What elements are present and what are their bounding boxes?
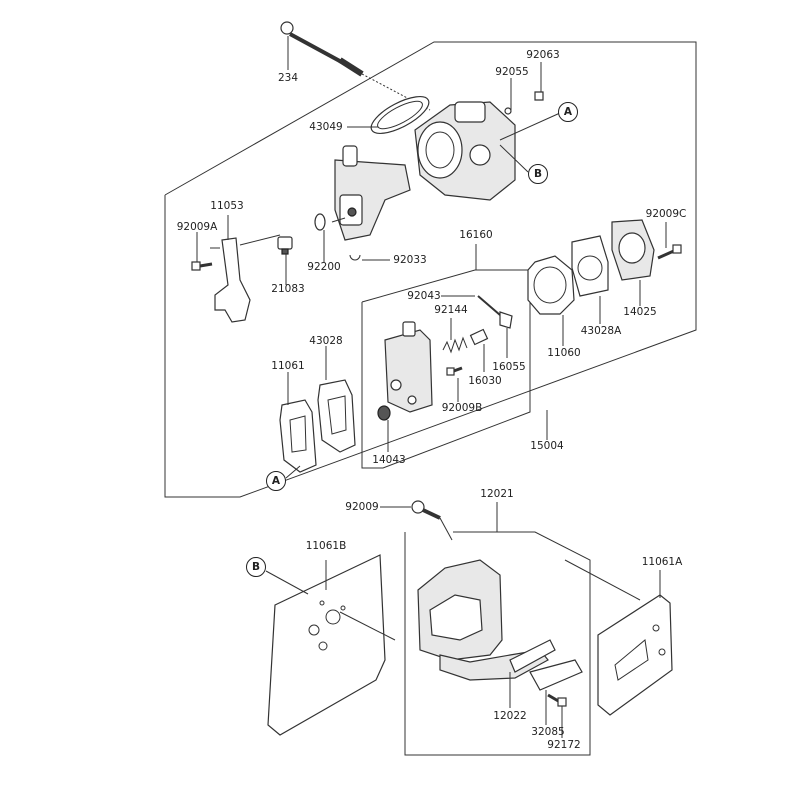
label-15004: 15004 — [530, 440, 564, 452]
part-21083-shape — [277, 236, 293, 255]
bolt-234-shape — [280, 21, 364, 77]
ref-marker-a-bottom: A — [266, 471, 286, 491]
assembly-frame-upper — [164, 41, 697, 498]
label-14025: 14025 — [623, 306, 657, 318]
label-234: 234 — [277, 72, 299, 84]
label-12022: 12022 — [493, 710, 527, 722]
diaphragm-43028A-shape — [571, 235, 609, 297]
label-92200: 92200 — [307, 261, 341, 273]
pump-assembly-frame — [361, 269, 531, 469]
label-92063: 92063 — [526, 49, 560, 61]
bolt-92009-shape — [411, 500, 441, 520]
pump-cover-shape — [384, 321, 433, 413]
label-43028A: 43028A — [580, 325, 622, 337]
label-32085: 32085 — [531, 726, 565, 738]
cap-14043-shape — [377, 405, 391, 421]
diaphragm-43028-shape — [317, 379, 356, 453]
label-43049: 43049 — [309, 121, 343, 133]
label-11061B: 11061B — [305, 540, 347, 552]
spring-92144-shape — [442, 336, 468, 354]
label-11061A: 11061A — [641, 556, 683, 568]
label-92033: 92033 — [393, 254, 427, 266]
label-43028: 43028 — [309, 335, 343, 347]
label-16160: 16160 — [459, 229, 493, 241]
gasket-43049-shape — [370, 96, 430, 134]
label-11061: 11061 — [271, 360, 305, 372]
gasket-11061-shape — [279, 399, 317, 473]
screw-92009A-shape — [191, 261, 213, 271]
label-11060: 11060 — [547, 347, 581, 359]
label-92009: 92009 — [345, 501, 379, 513]
throttle-body-shape — [334, 145, 411, 241]
label-92144: 92144 — [434, 304, 468, 316]
label-16055: 16055 — [492, 361, 526, 373]
label-92172: 92172 — [547, 739, 581, 751]
bracket-assembly-frame — [404, 531, 591, 756]
label-16030: 16030 — [468, 375, 502, 387]
gasket-11060-shape — [527, 255, 575, 315]
label-92009A: 92009A — [176, 221, 218, 233]
label-12021: 12021 — [480, 488, 514, 500]
label-11053: 11053 — [210, 200, 244, 212]
label-92009C: 92009C — [645, 208, 687, 220]
washer-92200-shape — [314, 213, 326, 231]
label-14043: 14043 — [372, 454, 406, 466]
ref-marker-b-bottom: B — [246, 557, 266, 577]
plate-12022-shape — [509, 639, 556, 673]
clip-92033-shape — [349, 254, 361, 261]
label-92055: 92055 — [495, 66, 529, 78]
lever-11053-shape — [214, 237, 251, 323]
carburetor-body-shape — [414, 101, 516, 201]
ref-marker-b-top: B — [528, 164, 548, 184]
ref-marker-a-top: A — [558, 102, 578, 122]
label-92009B: 92009B — [441, 402, 483, 414]
label-21083: 21083 — [271, 283, 305, 295]
label-92043: 92043 — [407, 290, 441, 302]
